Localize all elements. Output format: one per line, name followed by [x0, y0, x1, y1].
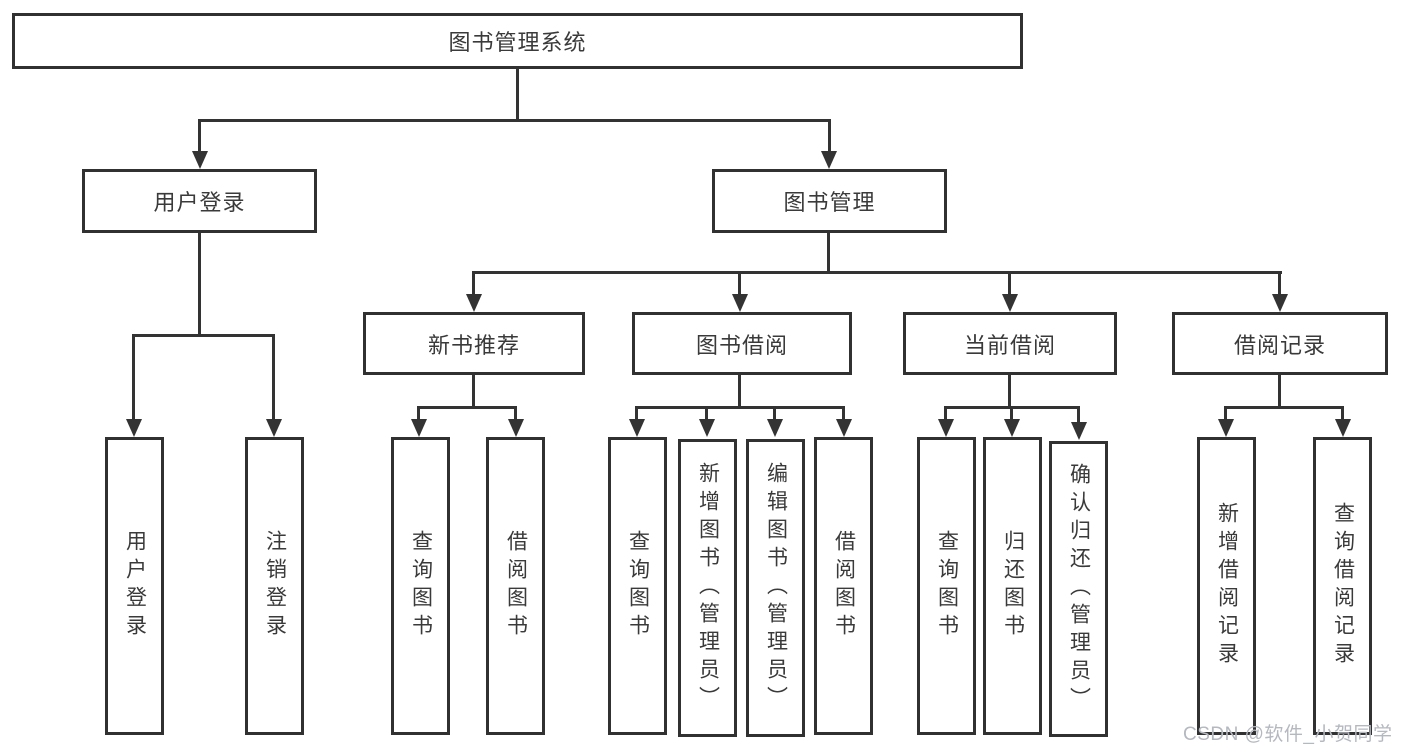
leaf-borrow-book-recommend-label: 借阅图书: [504, 530, 528, 642]
leaf-edit-book-admin: 编辑图书（管理员）: [746, 439, 805, 737]
arrow-down-icon: [411, 419, 427, 437]
connector-line: [516, 68, 519, 122]
leaf-query-borrow-record: 查询借阅记录: [1313, 437, 1372, 735]
connector-line: [1224, 406, 1227, 421]
connector-line: [272, 334, 275, 420]
arrow-down-icon: [1004, 419, 1020, 437]
connector-line: [1224, 406, 1344, 409]
node-book-management-label: 图书管理: [783, 190, 876, 215]
leaf-add-book-admin-label: 新增图书（管理员）: [696, 462, 720, 714]
connector-line: [514, 406, 517, 421]
connector-line: [198, 233, 201, 337]
leaf-confirm-return-admin: 确认归还（管理员）: [1049, 441, 1108, 737]
node-new-book-recommend: 新书推荐: [363, 312, 585, 375]
connector-line: [635, 406, 845, 409]
leaf-query-book-borrow: 查询图书: [608, 437, 667, 735]
leaf-confirm-return-admin-label: 确认归还（管理员）: [1067, 463, 1091, 715]
connector-line: [1008, 375, 1011, 409]
connector-line: [417, 406, 420, 421]
arrow-down-icon: [629, 419, 645, 437]
arrow-down-icon: [732, 294, 748, 312]
node-book-management: 图书管理: [712, 169, 947, 233]
leaf-query-book-current-label: 查询图书: [935, 530, 959, 642]
arrow-down-icon: [192, 151, 208, 169]
arrow-down-icon: [1218, 419, 1234, 437]
connector-line: [472, 271, 1282, 274]
arrow-down-icon: [466, 294, 482, 312]
node-current-borrow-label: 当前借阅: [963, 332, 1056, 358]
arrow-down-icon: [126, 419, 142, 437]
connector-line: [738, 271, 741, 296]
leaf-return-book: 归还图书: [983, 437, 1042, 735]
connector-line: [1077, 406, 1080, 423]
connector-line: [198, 119, 201, 152]
arrow-down-icon: [1272, 294, 1288, 312]
node-root: 图书管理系统: [12, 13, 1023, 69]
arrow-down-icon: [1071, 422, 1087, 440]
leaf-borrow-book: 借阅图书: [814, 437, 873, 735]
connector-line: [132, 334, 275, 337]
arrow-down-icon: [699, 419, 715, 437]
leaf-logout-label: 注销登录: [263, 530, 287, 642]
arrow-down-icon: [266, 419, 282, 437]
connector-line: [773, 406, 776, 421]
arrow-down-icon: [938, 419, 954, 437]
arrow-down-icon: [821, 151, 837, 169]
leaf-logout: 注销登录: [245, 437, 304, 735]
connector-line: [1278, 375, 1281, 409]
connector-line: [1341, 406, 1344, 421]
arrow-down-icon: [767, 419, 783, 437]
connector-line: [198, 119, 831, 122]
node-new-book-recommend-label: 新书推荐: [427, 332, 520, 358]
leaf-add-book-admin: 新增图书（管理员）: [678, 439, 737, 737]
arrow-down-icon: [1002, 294, 1018, 312]
connector-line: [705, 406, 708, 421]
leaf-user-login-label: 用户登录: [123, 530, 147, 642]
leaf-user-login: 用户登录: [105, 437, 164, 735]
connector-line: [842, 406, 845, 421]
node-user-login: 用户登录: [82, 169, 317, 233]
connector-line: [472, 271, 475, 296]
connector-line: [738, 375, 741, 409]
node-user-login-label: 用户登录: [153, 190, 246, 215]
node-borrow-record: 借阅记录: [1172, 312, 1388, 375]
leaf-add-borrow-record-label: 新增借阅记录: [1215, 502, 1239, 670]
leaf-return-book-label: 归还图书: [1001, 530, 1025, 642]
connector-line: [132, 334, 135, 420]
node-book-borrow: 图书借阅: [632, 312, 852, 375]
connector-line: [828, 119, 831, 152]
connector-line: [944, 406, 947, 421]
arrow-down-icon: [1335, 419, 1351, 437]
node-book-borrow-label: 图书借阅: [695, 332, 788, 358]
leaf-query-book-current: 查询图书: [917, 437, 976, 735]
leaf-query-book-recommend: 查询图书: [391, 437, 450, 735]
connector-line: [635, 406, 638, 421]
connector-line: [827, 233, 830, 274]
watermark: CSDN @软件_小贺同学: [1183, 724, 1393, 745]
node-root-label: 图书管理系统: [448, 30, 587, 55]
connector-line: [472, 375, 475, 409]
leaf-add-borrow-record: 新增借阅记录: [1197, 437, 1256, 735]
leaf-query-borrow-record-label: 查询借阅记录: [1331, 502, 1355, 670]
leaf-edit-book-admin-label: 编辑图书（管理员）: [764, 462, 788, 714]
leaf-borrow-book-recommend: 借阅图书: [486, 437, 545, 735]
leaf-query-book-borrow-label: 查询图书: [626, 530, 650, 642]
arrow-down-icon: [836, 419, 852, 437]
connector-line: [1010, 406, 1013, 421]
leaf-query-book-recommend-label: 查询图书: [409, 530, 433, 642]
connector-line: [417, 406, 517, 409]
connector-line: [1008, 271, 1011, 296]
connector-line: [1278, 271, 1281, 296]
node-borrow-record-label: 借阅记录: [1233, 332, 1326, 358]
leaf-borrow-book-label: 借阅图书: [832, 530, 856, 642]
arrow-down-icon: [508, 419, 524, 437]
node-current-borrow: 当前借阅: [903, 312, 1117, 375]
